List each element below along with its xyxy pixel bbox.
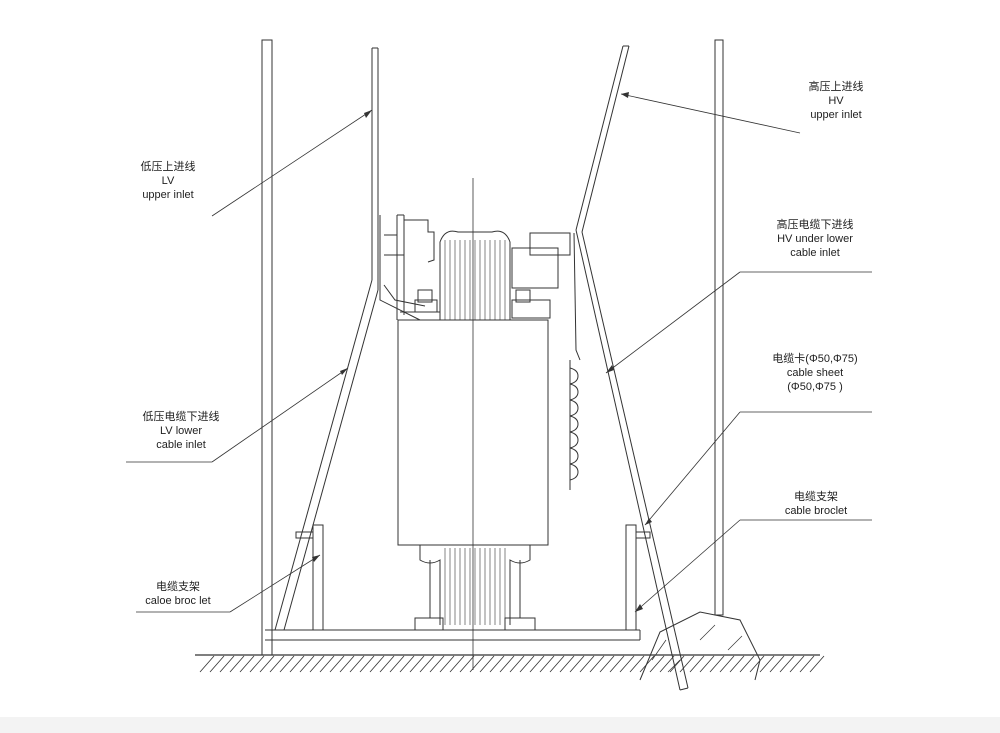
leader-lines [126,93,872,613]
label-cable-bracket-left: 电缆支架 caloe broc let [128,580,228,608]
label-lv-upper-en1: LV [161,175,175,187]
label-lv-upper-en2: upper inlet [142,189,194,201]
bottom-strip [0,717,1000,733]
label-hv-upper-en1: HV [828,95,844,107]
label-bracket-right-en1: cable broclet [784,505,848,517]
cable-bracket-right [625,524,651,631]
label-lv-upper-inlet: 低压上进线 LV upper inlet [118,160,218,202]
label-lv-upper-cn: 低压上进线 [140,161,196,173]
hv-cable-riser [575,45,689,691]
label-hv-lower-cn: 高压电缆下进线 [776,219,854,231]
label-bracket-right-cn: 电缆支架 [794,491,838,503]
label-hv-lower-en2: cable inlet [790,247,840,259]
label-bracket-left-cn: 电缆支架 [156,581,200,593]
cable-bracket-left [295,524,324,631]
transformer [379,178,581,670]
outer-posts [261,39,724,656]
label-cable-sheet-en1: cable sheet [786,367,844,379]
label-hv-lower-inlet: 高压电缆下进线 HV under lower cable inlet [760,218,870,260]
label-lv-lower-inlet: 低压电缆下进线 LV lower cable inlet [126,410,236,452]
label-hv-upper-inlet: 高压上进线 HV upper inlet [786,80,886,122]
label-bracket-left-en1: caloe broc let [145,595,211,607]
label-lv-lower-en2: cable inlet [156,439,206,451]
lv-cable-riser [274,47,379,631]
label-cable-sheet-cn: 电缆卡(Φ50,Φ75) [772,353,858,365]
label-lv-lower-cn: 低压电缆下进线 [142,411,220,423]
ground [195,654,825,673]
label-hv-upper-cn: 高压上进线 [808,81,864,93]
leader-arrows [312,92,652,612]
label-hv-upper-en2: upper inlet [810,109,862,121]
earth-mound [639,611,761,681]
label-hv-lower-en1: HV under lower [777,233,853,245]
label-cable-sheet: 电缆卡(Φ50,Φ75) cable sheet (Φ50,Φ75 ) [760,352,870,394]
label-cable-sheet-en2: (Φ50,Φ75 ) [787,381,843,393]
label-lv-lower-en1: LV lower [160,425,202,437]
label-cable-bracket-right: 电缆支架 cable broclet [766,490,866,518]
base-frame [265,629,641,641]
